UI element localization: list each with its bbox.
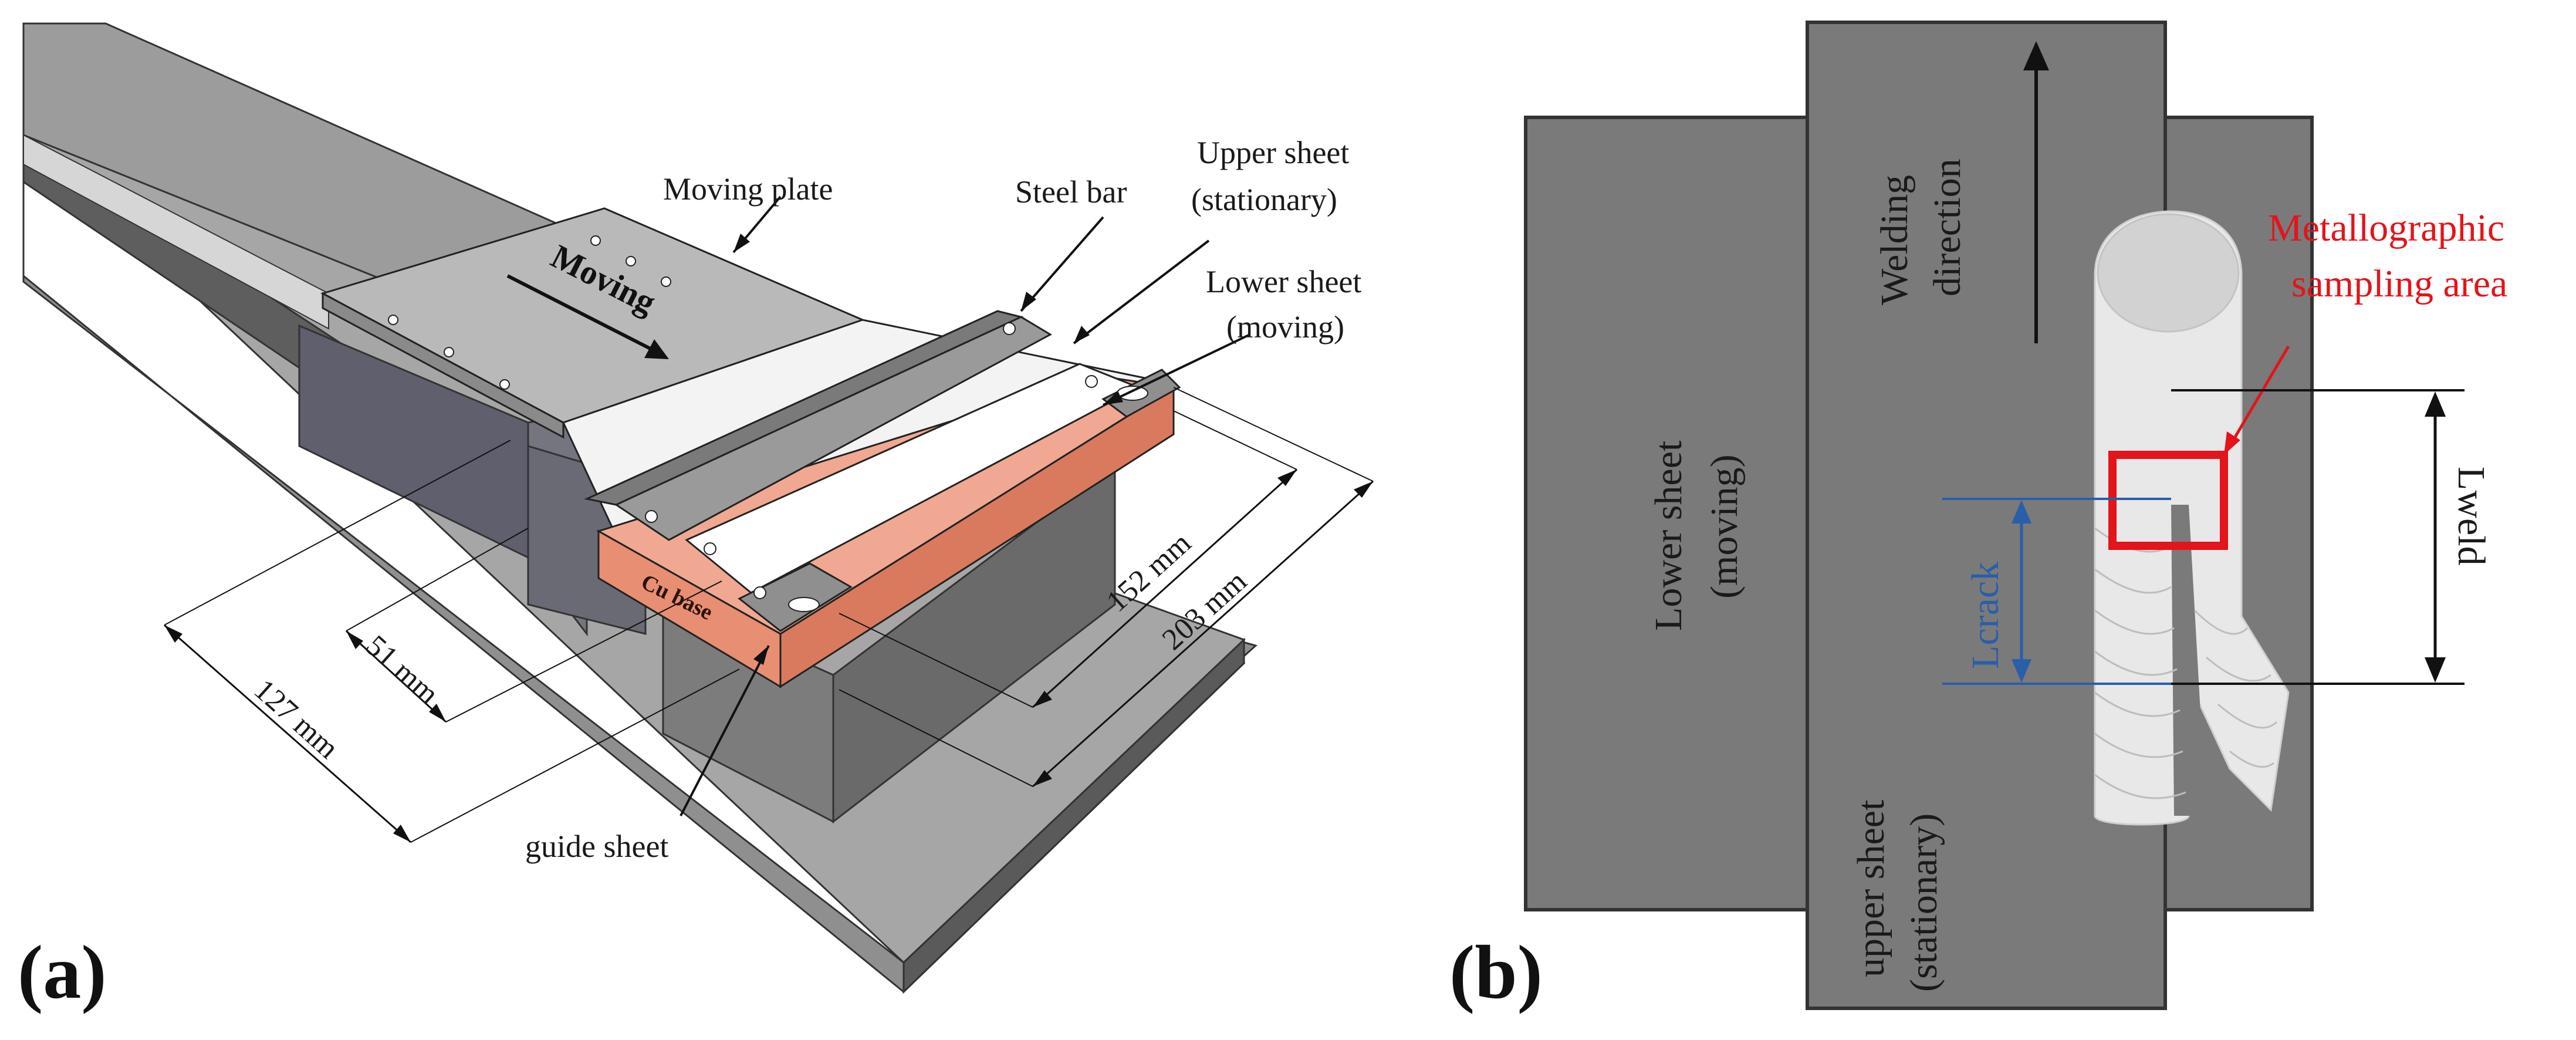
lcrack-arrow-bottom: [2012, 659, 2031, 683]
label-upper-sheet: Upper sheet: [1197, 135, 1349, 170]
label-lower-sheet-b-state: (moving): [1703, 454, 1746, 599]
lcrack-arrow-top: [2012, 500, 2031, 524]
moving-arrow-head: [644, 339, 669, 359]
label-lower-sheet-state: (moving): [1226, 309, 1344, 345]
label-steel-bar: Steel bar: [1015, 174, 1127, 210]
lweld-dimension: [2171, 389, 2465, 685]
panel-a-tag: (a): [18, 930, 107, 1015]
cu-support-block-side: [832, 462, 1116, 824]
weld-ripples: [2094, 527, 2278, 799]
lweld-arrow-top: [2425, 391, 2446, 417]
label-upper-sheet-b-state: (stationary): [1902, 813, 1945, 992]
welding-direction-arrowhead: [2023, 41, 2049, 70]
weld-bead: [2094, 210, 2290, 826]
weld-start: [2097, 213, 2240, 333]
sampling-area-box: [2108, 451, 2228, 550]
steel-bar-rear: [584, 310, 1024, 506]
cu-base-side: [779, 386, 1175, 688]
label-lcrack: Lcrack: [1964, 562, 2007, 669]
label-moving-plate: Moving plate: [663, 171, 833, 207]
dimension-127: 127 mm: [248, 673, 345, 765]
label-lweld: Lweld: [2450, 467, 2493, 566]
label-guide-sheet: guide sheet: [525, 829, 668, 864]
panel-a-leaders: [680, 195, 1250, 816]
label-lower-sheet-b: Lower sheet: [1647, 441, 1690, 631]
panel-a-dimension-arrows: [164, 470, 1373, 842]
panel-a-illustration: [22, 22, 1258, 994]
dimension-51: 51 mm: [359, 629, 445, 711]
label-sampling-area: sampling area: [2291, 262, 2507, 305]
moving-plate-edge: [322, 292, 564, 439]
moving-arrow-shaft: [506, 274, 658, 354]
metallographic-leader: [2228, 345, 2290, 447]
panel-a-arrowheads: [733, 234, 1123, 665]
label-welding: Welding: [1873, 175, 1916, 305]
steel-bar-holes: [645, 322, 1148, 612]
label-lower-sheet: Lower sheet: [1206, 264, 1361, 299]
panel-a-dimensions: [164, 387, 1374, 843]
lweld-arrow-bottom: [2425, 657, 2446, 683]
panel-b-illustration: [1524, 21, 2314, 1010]
guide-sheet-left: [738, 562, 853, 632]
label-metallographic: Metallographic: [2268, 207, 2504, 249]
lcrack-dimension: [1942, 498, 2171, 685]
crack-gap: [2171, 505, 2206, 816]
panel-b-tag: (b): [1449, 930, 1543, 1015]
label-upper-sheet-b: upper sheet: [1850, 800, 1892, 977]
rail-light-strip: [23, 134, 329, 330]
rail-front-edge: [902, 637, 1245, 994]
metallographic-leader-head: [2224, 431, 2240, 455]
label-upper-sheet-state: (stationary): [1191, 182, 1337, 217]
label-direction: direction: [1926, 158, 1969, 296]
moving-plate-holes: [388, 235, 671, 390]
